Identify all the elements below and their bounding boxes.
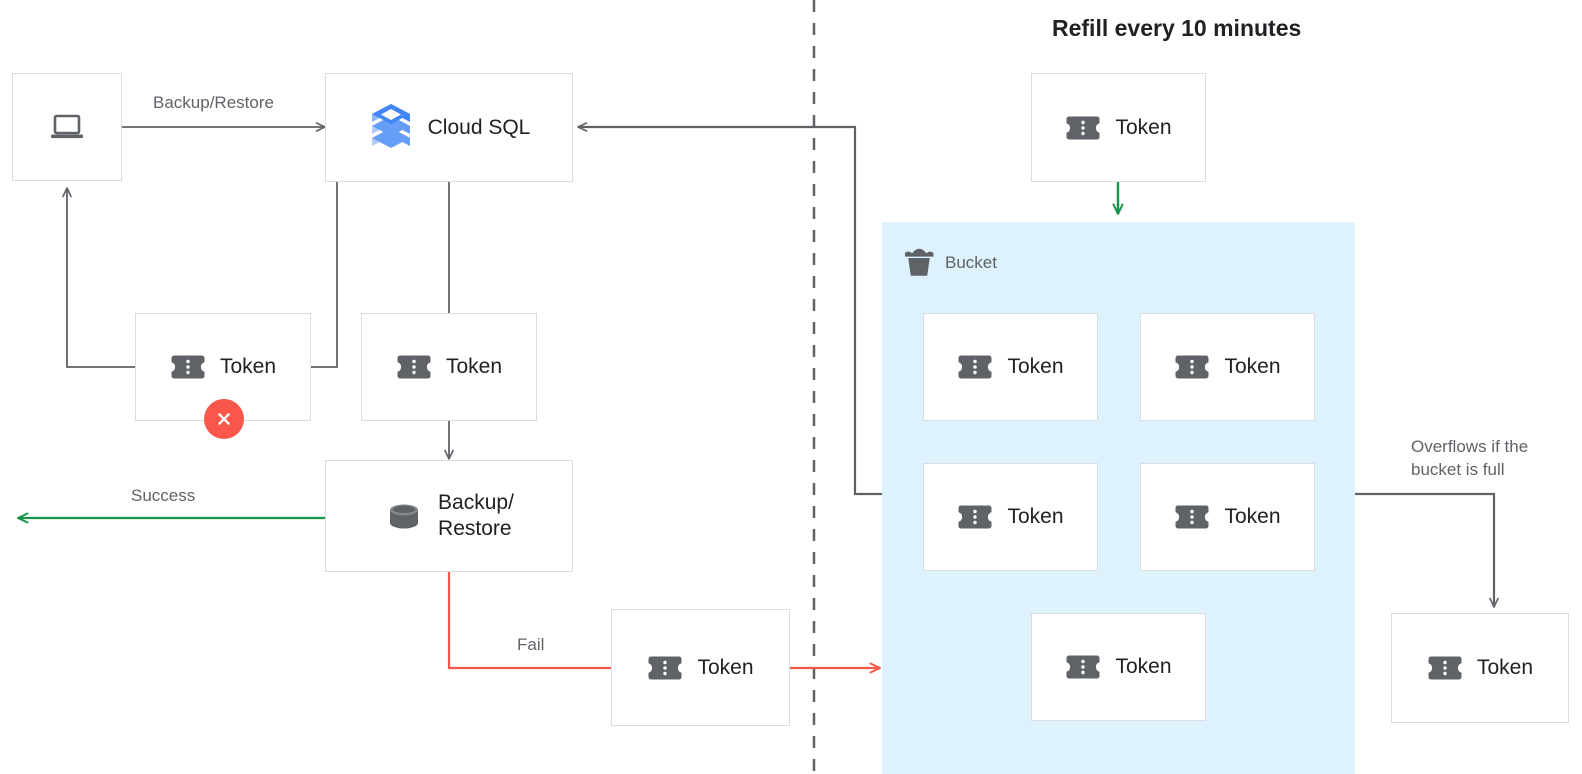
token-icon bbox=[396, 351, 432, 383]
edge-label-backup-restore: Backup/Restore bbox=[153, 93, 274, 112]
token-icon bbox=[1065, 651, 1101, 683]
node-token-overflow[interactable]: Token bbox=[1391, 613, 1569, 723]
edge-cloudsql-to-tokenfail bbox=[311, 182, 338, 368]
page-title: Refill every 10 minutes bbox=[1052, 15, 1302, 41]
edge-bucket-overflow bbox=[1355, 492, 1499, 608]
node-label-token-overflow: Token bbox=[1476, 656, 1534, 680]
bucket-label: Bucket bbox=[945, 253, 997, 272]
node-label-cloud-sql: Cloud SQL bbox=[427, 115, 531, 139]
node-cloud-sql[interactable]: Cloud SQL bbox=[325, 73, 573, 182]
token-icon bbox=[1427, 652, 1463, 684]
bucket-header: Bucket bbox=[903, 248, 997, 278]
edge-bucket-to-cloudsql bbox=[577, 122, 882, 496]
node-label-bucket-token: Token bbox=[1007, 505, 1064, 529]
node-token-fail-return[interactable]: Token bbox=[611, 609, 790, 726]
node-token-refill[interactable]: Token bbox=[1031, 73, 1206, 182]
node-token-consumed[interactable]: Token bbox=[361, 313, 537, 421]
node-bucket-token[interactable]: Token bbox=[1140, 463, 1315, 571]
token-icon bbox=[1065, 112, 1101, 144]
database-icon bbox=[384, 499, 424, 533]
node-label-bucket-token: Token bbox=[1115, 655, 1172, 679]
node-label-bucket-token: Token bbox=[1007, 355, 1064, 379]
laptop-icon bbox=[50, 113, 84, 141]
token-icon bbox=[170, 351, 206, 383]
node-bucket-token[interactable]: Token bbox=[1031, 613, 1206, 721]
node-label-token-consumed: Token bbox=[445, 355, 503, 379]
cloud-sql-icon bbox=[368, 102, 414, 154]
token-icon bbox=[1174, 501, 1210, 533]
bucket-icon bbox=[903, 248, 935, 278]
node-label-token-fail-return: Token bbox=[697, 655, 754, 679]
edge-tokenfail-to-client bbox=[62, 187, 135, 368]
node-label-backup-restore: Backup/ Restore bbox=[438, 491, 514, 540]
token-icon bbox=[957, 351, 993, 383]
edge-label-success: Success bbox=[131, 486, 196, 505]
token-icon bbox=[957, 501, 993, 533]
node-bucket-token[interactable]: Token bbox=[1140, 313, 1315, 421]
node-label-bucket-token: Token bbox=[1224, 355, 1281, 379]
token-icon bbox=[1174, 351, 1210, 383]
node-bucket-token[interactable]: Token bbox=[923, 313, 1098, 421]
node-backup-restore[interactable]: Backup/ Restore bbox=[325, 460, 573, 572]
edge-label-fail: Fail bbox=[517, 635, 545, 654]
node-label-bucket-token: Token bbox=[1224, 505, 1281, 529]
error-x-icon bbox=[204, 399, 244, 439]
edge-label-overflow: Overflows if the bucket is full bbox=[1411, 437, 1529, 479]
node-label-token-rejected: Token bbox=[219, 355, 277, 379]
node-client-laptop[interactable] bbox=[12, 73, 122, 181]
token-icon bbox=[647, 652, 683, 684]
node-bucket-token[interactable]: Token bbox=[923, 463, 1098, 571]
node-label-token-refill: Token bbox=[1115, 115, 1172, 139]
